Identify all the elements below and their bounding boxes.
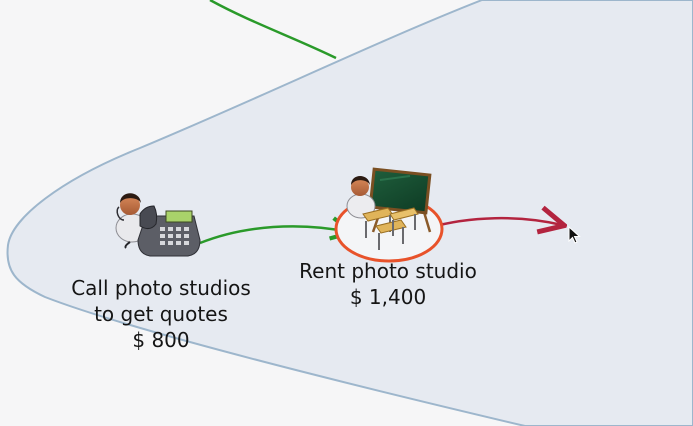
node-title: Rent photo studio xyxy=(299,259,477,283)
node-cost: $ 800 xyxy=(132,328,190,352)
person-phone-icon[interactable] xyxy=(115,193,201,257)
node-cost: $ 1,400 xyxy=(349,285,427,309)
node-title-line-2: to get quotes xyxy=(94,302,228,326)
node-title-line-1: Call photo studios xyxy=(71,276,251,300)
incoming-connector-top[interactable] xyxy=(209,0,337,60)
node-rent-photo-studio[interactable]: Rent photo studio $ 1,400 xyxy=(282,258,494,310)
mouse-pointer-icon xyxy=(568,226,581,244)
classroom-presenter-icon[interactable] xyxy=(334,167,444,263)
connector-call-to-rent[interactable] xyxy=(199,226,350,245)
node-call-photo-studios[interactable]: Call photo studios to get quotes $ 800 xyxy=(55,275,267,353)
